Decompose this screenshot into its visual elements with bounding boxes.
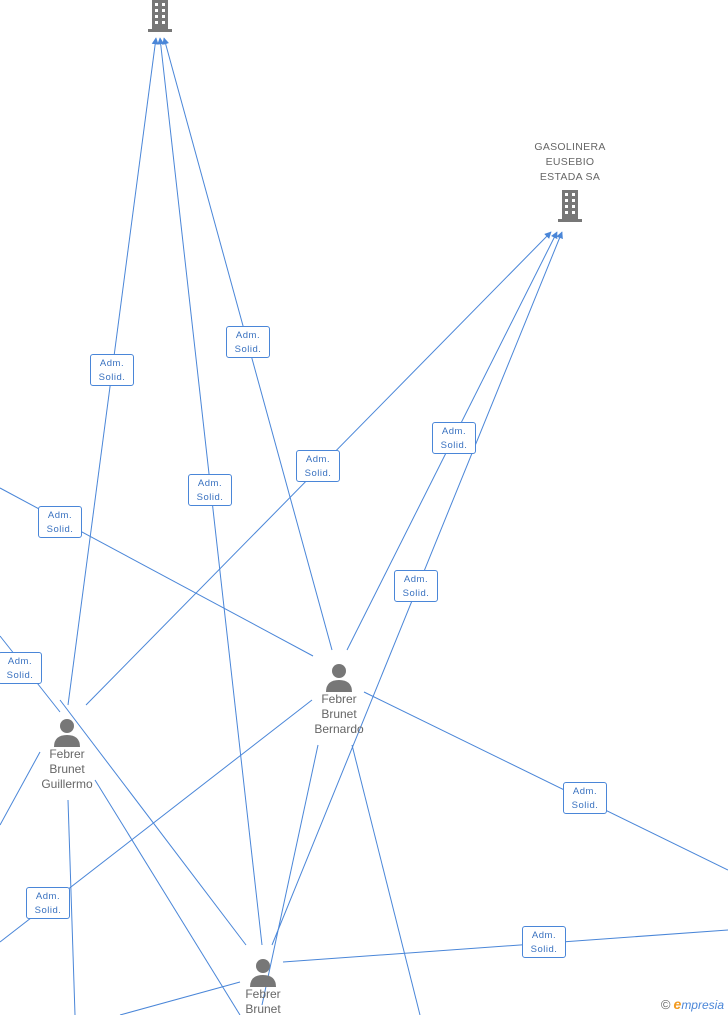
relation-label-line1: Adm. <box>235 330 261 341</box>
relation-label-line2: Solid. <box>46 524 74 535</box>
relation-label-line2: Solid. <box>98 372 126 383</box>
relation-label-line1: Adm. <box>305 454 331 465</box>
empresia-logo: ©empresia <box>661 996 724 1012</box>
brand-name: mpresia <box>681 998 724 1012</box>
relation-label-line1: Adm. <box>403 574 429 585</box>
edge-guillermo-lower <box>94 779 241 1015</box>
person-name-line: Brunet <box>321 707 357 721</box>
person-name-line: Guillermo <box>41 777 93 791</box>
company-name-line: ESTADA SA <box>539 171 601 183</box>
person-name-line: Febrer <box>245 987 281 1001</box>
relation-badge[interactable]: Adm. Solid. <box>432 422 476 454</box>
relation-label-line1: Adm. <box>7 656 33 667</box>
company-node-top[interactable] <box>140 0 180 32</box>
person-node-bottom[interactable]: Febrer Brunet <box>223 957 303 1017</box>
relation-badge[interactable]: Adm. Solid. <box>90 354 134 386</box>
building-icon <box>148 0 172 32</box>
relation-label-line2: Solid. <box>402 588 430 599</box>
edge-guillermo-bottom <box>59 699 247 946</box>
company-name-line: EUSEBIO <box>545 156 595 168</box>
relation-label-line2: Solid. <box>234 344 262 355</box>
relation-badge[interactable]: Adm. Solid. <box>0 652 42 684</box>
person-icon <box>250 959 276 987</box>
relation-label-line1: Adm. <box>441 426 467 437</box>
company-name-line: GASOLINERA <box>534 141 606 153</box>
relation-label-line1: Adm. <box>531 930 557 941</box>
relation-badge[interactable]: Adm. Solid. <box>522 926 566 958</box>
relation-label-line1: Adm. <box>35 891 61 902</box>
person-icon <box>54 719 80 747</box>
relation-label-line2: Solid. <box>34 905 62 916</box>
copyright-symbol: © <box>660 997 671 1012</box>
relation-badge[interactable]: Adm. Solid. <box>563 782 607 814</box>
relation-label-line2: Solid. <box>571 800 599 811</box>
relation-badge[interactable]: Adm. Solid. <box>296 450 340 482</box>
edge-guillermo-left <box>0 751 41 826</box>
relation-label-line2: Solid. <box>196 492 224 503</box>
relation-label-line1: Adm. <box>99 358 125 369</box>
person-node-bernardo[interactable]: Febrer Brunet Bernardo <box>299 662 379 737</box>
relation-badge[interactable]: Adm. Solid. <box>38 506 82 538</box>
relation-label-line2: Solid. <box>530 944 558 955</box>
edge-bottom-right <box>282 929 728 963</box>
company-node-gasolinera[interactable]: GASOLINERA EUSEBIO ESTADA SA <box>520 140 620 223</box>
relation-badge[interactable]: Adm. Solid. <box>394 570 438 602</box>
edge-bottom-left <box>119 981 241 1015</box>
edge-guillermo-down <box>67 799 76 1015</box>
relation-label-line2: Solid. <box>440 440 468 451</box>
relation-label-line2: Solid. <box>6 670 34 681</box>
edge-bernardo-bottom <box>261 744 319 1006</box>
relation-label-line1: Adm. <box>197 478 223 489</box>
brand-initial: e <box>673 996 682 1012</box>
relation-badge[interactable]: Adm. Solid. <box>188 474 232 506</box>
person-icon <box>326 664 352 692</box>
relation-label-line1: Adm. <box>47 510 73 521</box>
person-name-line: Febrer <box>49 747 85 761</box>
relation-badge[interactable]: Adm. Solid. <box>226 326 270 358</box>
edge-bernardo-down <box>351 744 421 1015</box>
person-name-line: Brunet <box>245 1002 281 1016</box>
relation-label-line1: Adm. <box>572 786 598 797</box>
edge-bernardo-right <box>363 691 728 871</box>
relation-label-line2: Solid. <box>304 468 332 479</box>
person-node-guillermo[interactable]: Febrer Brunet Guillermo <box>27 717 107 792</box>
building-icon <box>558 190 582 222</box>
relation-badge[interactable]: Adm. Solid. <box>26 887 70 919</box>
person-name-line: Febrer <box>321 692 357 706</box>
person-name-line: Bernardo <box>314 722 364 736</box>
person-name-line: Brunet <box>49 762 85 776</box>
